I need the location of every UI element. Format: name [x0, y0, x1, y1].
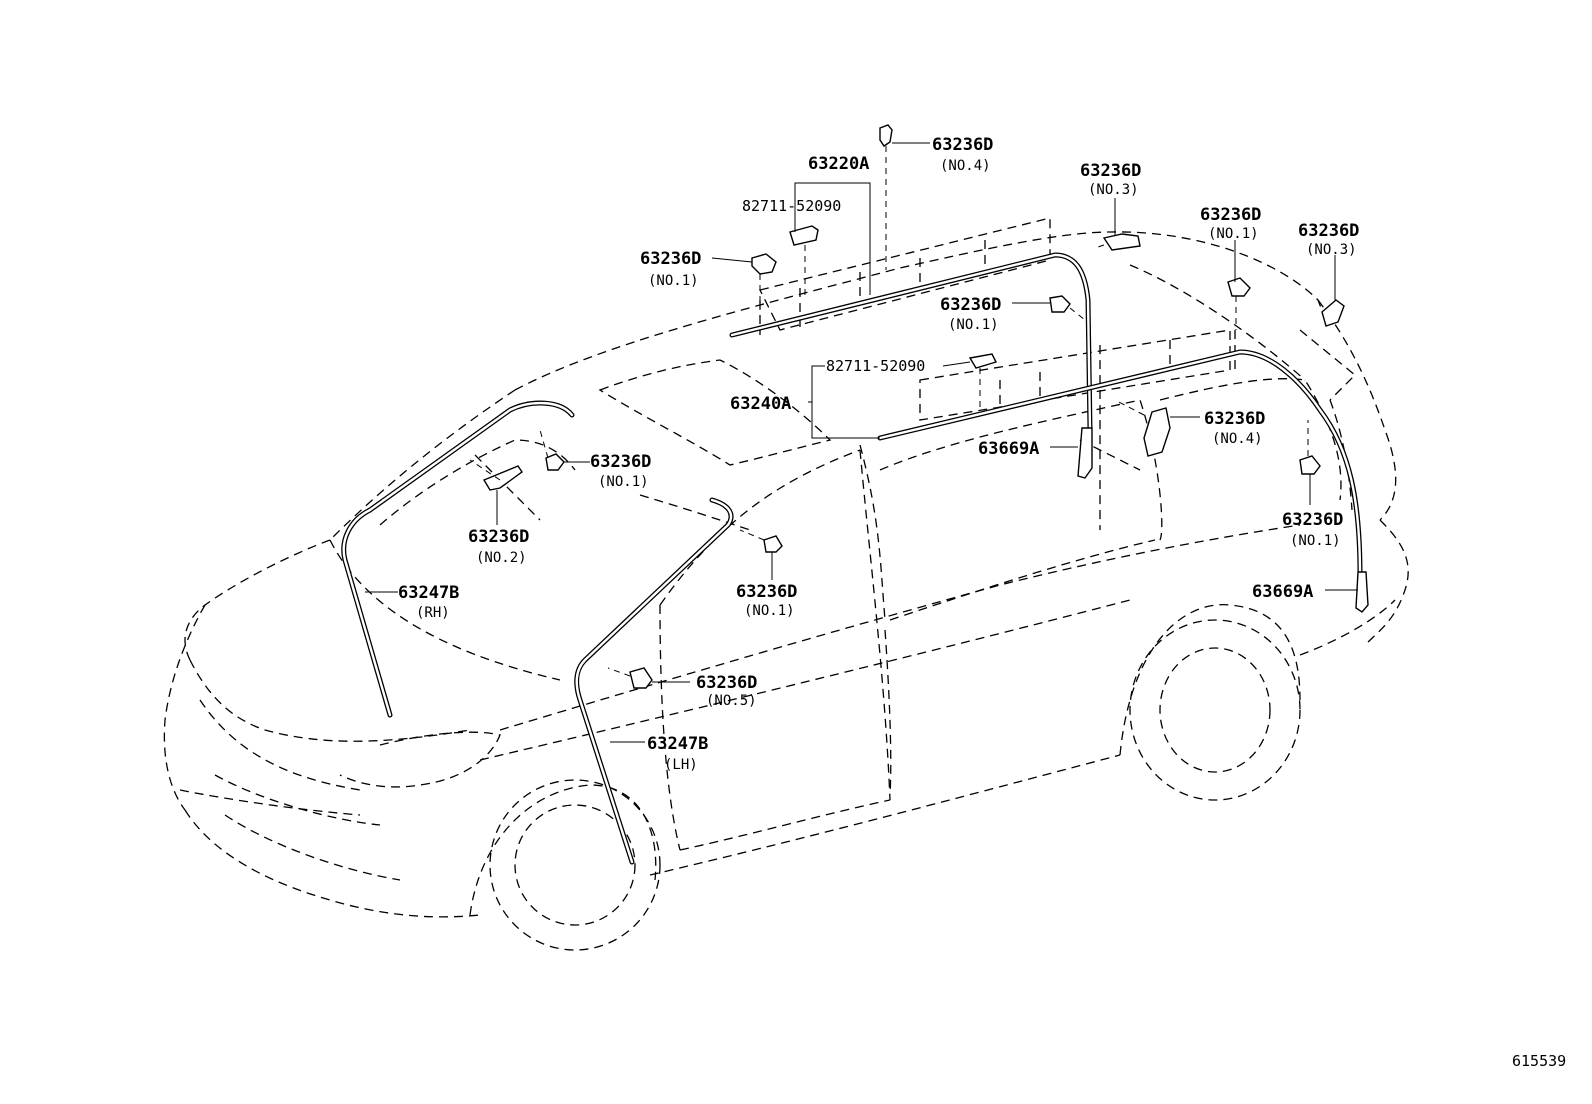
callout-63236D-no4-top: 63236D: [932, 135, 993, 155]
callout-63236D-no1-e-note: (NO.1): [1290, 533, 1341, 549]
callout-63236D-no4-b: 63236D: [1204, 409, 1265, 429]
callout-63236D-no3-b: 63236D: [1298, 221, 1359, 241]
callout-63236D-no4-b-note: (NO.4): [1212, 431, 1263, 447]
callout-63220A: 63220A: [808, 154, 869, 174]
callout-63236D-no1-e: 63236D: [1282, 510, 1343, 530]
callout-63236D-no3-b-note: (NO.3): [1306, 242, 1357, 258]
callout-63236D-no2-note: (NO.2): [476, 550, 527, 566]
callout-63236D-no5-note: (NO.5): [706, 693, 757, 709]
callout-63236D-no1-a-note: (NO.1): [648, 273, 699, 289]
vehicle-outline: [163, 217, 1409, 951]
callout-63669A-b: 63669A: [1252, 582, 1313, 602]
callout-63240A: 63240A: [730, 394, 791, 414]
callout-63236D-no1-f: 63236D: [736, 582, 797, 602]
callout-82711-top: 82711-52090: [742, 197, 841, 215]
callout-63247B-rh: 63247B: [398, 583, 459, 603]
callout-63236D-no1-f-note: (NO.1): [744, 603, 795, 619]
callout-63247B-lh: 63247B: [647, 734, 708, 754]
callout-63236D-no1-b: 63236D: [1200, 205, 1261, 225]
drip-moulding-strips: [341, 252, 1363, 865]
callout-63236D-no1-b-note: (NO.1): [1208, 226, 1259, 242]
figure-reference-number: 615539: [1512, 1052, 1566, 1070]
callout-63236D-no1-c-note: (NO.1): [948, 317, 999, 333]
callout-63247B-lh-note: (LH): [664, 757, 698, 773]
callout-63236D-no1-d: 63236D: [590, 452, 651, 472]
callout-63669A-a: 63669A: [978, 439, 1039, 459]
callout-63236D-no4-top-note: (NO.4): [940, 158, 991, 174]
callout-63236D-no2: 63236D: [468, 527, 529, 547]
leader-lines: [365, 142, 1358, 743]
callout-63236D-no1-d-note: (NO.1): [598, 474, 649, 490]
callout-63236D-no1-c: 63236D: [940, 295, 1001, 315]
clip-parts: [482, 124, 1369, 689]
callout-labels: 63236D (NO.4) 63220A 82711-52090 63236D …: [398, 135, 1566, 1070]
callout-63236D-no1-a: 63236D: [640, 249, 701, 269]
callout-63247B-rh-note: (RH): [416, 605, 450, 621]
callout-82711-mid: 82711-52090: [826, 357, 925, 375]
callout-63236D-no5: 63236D: [696, 673, 757, 693]
callout-63236D-no3-a: 63236D: [1080, 161, 1141, 181]
callout-63236D-no3-a-note: (NO.3): [1088, 182, 1139, 198]
